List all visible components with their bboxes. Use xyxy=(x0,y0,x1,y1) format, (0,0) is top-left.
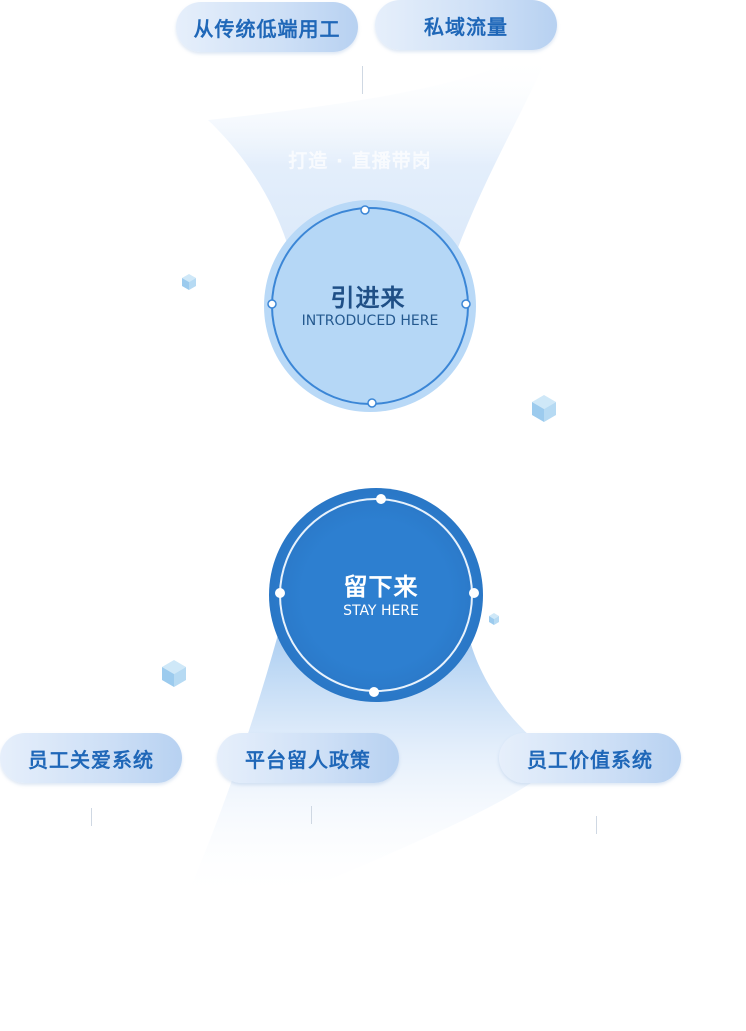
pill-employee-care: 员工关爱系统 xyxy=(0,733,182,783)
pill-employee-value: 员工价值系统 xyxy=(499,733,681,783)
stage2-subtitle: STAY HERE xyxy=(343,603,419,619)
stage1-title: 引进来 xyxy=(330,284,406,312)
cube-icon xyxy=(532,395,556,422)
connector-line xyxy=(596,816,597,834)
cube-icon xyxy=(182,274,196,290)
pill-traditional-labor: 从传统低端用工 xyxy=(176,2,358,52)
funnel-caption: 打造 · 直播带岗 xyxy=(288,150,432,172)
pill-label: 私域流量 xyxy=(424,14,508,39)
node-dot xyxy=(275,588,285,598)
cube-icon xyxy=(489,613,499,625)
node-dot xyxy=(461,299,471,309)
stage1-subtitle: INTRODUCED HERE xyxy=(301,313,439,329)
pill-label: 从传统低端用工 xyxy=(193,16,341,41)
connector-line xyxy=(91,808,92,826)
stage2-title: 留下来 xyxy=(343,573,419,601)
node-dot xyxy=(376,494,386,504)
pill-private-traffic: 私域流量 xyxy=(375,0,557,50)
pill-label: 员工关爱系统 xyxy=(28,747,154,772)
stage2-circle xyxy=(269,488,483,702)
stage1-circle xyxy=(264,200,476,412)
node-dot xyxy=(360,205,370,215)
node-dot xyxy=(469,588,479,598)
pill-retention-policy: 平台留人政策 xyxy=(217,733,399,783)
pill-label: 平台留人政策 xyxy=(245,747,371,772)
connector-line xyxy=(362,66,363,94)
node-dot xyxy=(369,687,379,697)
node-dot xyxy=(267,299,277,309)
cube-icon xyxy=(162,660,186,687)
node-dot xyxy=(367,398,377,408)
connector-line xyxy=(311,806,312,824)
pill-label: 员工价值系统 xyxy=(527,747,653,772)
